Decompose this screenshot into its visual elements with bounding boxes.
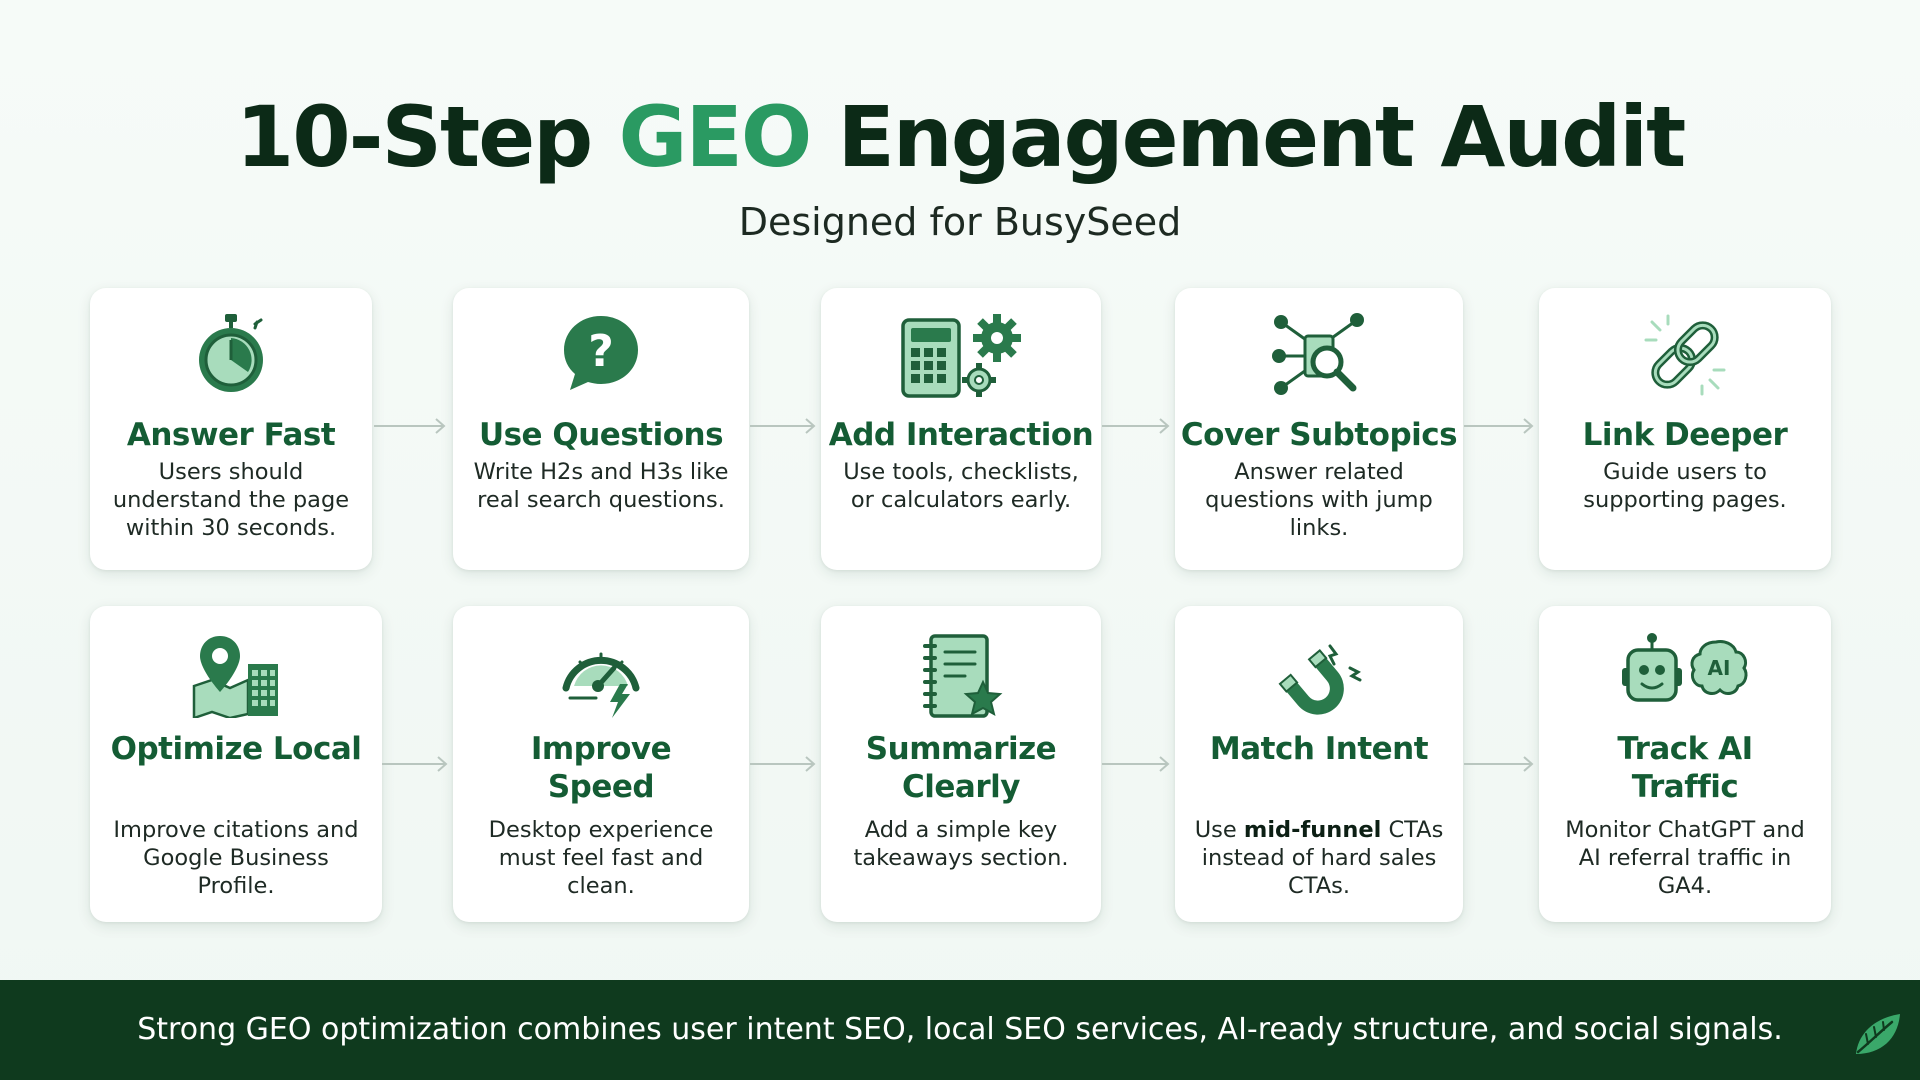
footer-banner: Strong GEO optimization combines user in…: [0, 980, 1920, 1080]
step-card-match-intent: Match Intent Use mid-funnel CTAs instead…: [1175, 606, 1463, 922]
speedometer-icon: [453, 632, 749, 722]
step-title: Link Deeper: [1582, 417, 1788, 453]
chain-link-icon: [1539, 310, 1831, 400]
step-description: Monitor ChatGPT and AI referral traffic …: [1565, 817, 1805, 899]
step-card-use-questions: ? Use Questions Write H2s and H3s like r…: [453, 288, 749, 570]
step-card-optimize-local: Optimize Local Improve citations and Goo…: [90, 606, 382, 922]
step-description: Users should understand the page within …: [112, 459, 350, 541]
footer-text: Strong GEO optimization combines user in…: [137, 1012, 1783, 1047]
page-subtitle: Designed for BusySeed: [738, 200, 1182, 244]
stopwatch-icon: [90, 310, 372, 400]
leaf-logo-icon: [1852, 1010, 1904, 1062]
page-title: 10-Step GEO Engagement Audit: [0, 88, 1920, 186]
step-description: Use tools, checklists, or calculators ea…: [843, 459, 1079, 513]
question-bubble-icon: ?: [453, 310, 749, 400]
step-card-answer-fast: Answer Fast Users should understand the …: [90, 288, 372, 570]
magnet-icon: [1175, 632, 1463, 722]
step-description: Improve citations and Google Business Pr…: [113, 817, 359, 899]
step-title: Answer Fast: [126, 417, 336, 453]
step-title: Add Interaction: [828, 417, 1094, 453]
flow-arrow: [1102, 418, 1170, 434]
step-description: Answer related questions with jump links…: [1205, 459, 1433, 541]
flow-arrow: [750, 418, 816, 434]
flow-arrow: [1102, 756, 1170, 772]
svg-text:?: ?: [588, 326, 614, 377]
title-accent: GEO: [618, 88, 813, 186]
step-description: Guide users to supporting pages.: [1583, 459, 1787, 513]
title-part-2: Engagement Audit: [810, 88, 1687, 186]
flow-arrow: [750, 756, 816, 772]
step-description: Use mid-funnel CTAs instead of hard sale…: [1194, 817, 1444, 899]
step-card-link-deeper: Link Deeper Guide users to supporting pa…: [1539, 288, 1831, 570]
flow-arrow: [374, 418, 446, 434]
step-description: Write H2s and H3s like real search quest…: [473, 459, 729, 513]
step-description: Add a simple key takeaways section.: [853, 817, 1069, 871]
calculator-gears-icon: [821, 310, 1101, 400]
title-part-1: 10-Step: [235, 88, 619, 186]
map-pin-building-icon: [90, 632, 382, 722]
flow-arrow: [382, 756, 448, 772]
notebook-star-icon: [821, 632, 1101, 722]
step-title: Match Intent: [1209, 731, 1429, 767]
flow-arrow: [1464, 418, 1534, 434]
network-search-icon: [1175, 310, 1463, 400]
step-title: Optimize Local: [110, 731, 362, 767]
robot-brain-icon: AI: [1539, 632, 1831, 722]
step-card-cover-subtopics: Cover Subtopics Answer related questions…: [1175, 288, 1463, 570]
ai-label: AI: [1708, 656, 1731, 680]
step-description: Desktop experience must feel fast and cl…: [488, 817, 714, 899]
step-card-add-interaction: Add Interaction Use tools, checklists, o…: [821, 288, 1101, 570]
flow-arrow: [1464, 756, 1534, 772]
step-title: Use Questions: [478, 417, 724, 453]
step-title: Cover Subtopics: [1180, 417, 1458, 453]
